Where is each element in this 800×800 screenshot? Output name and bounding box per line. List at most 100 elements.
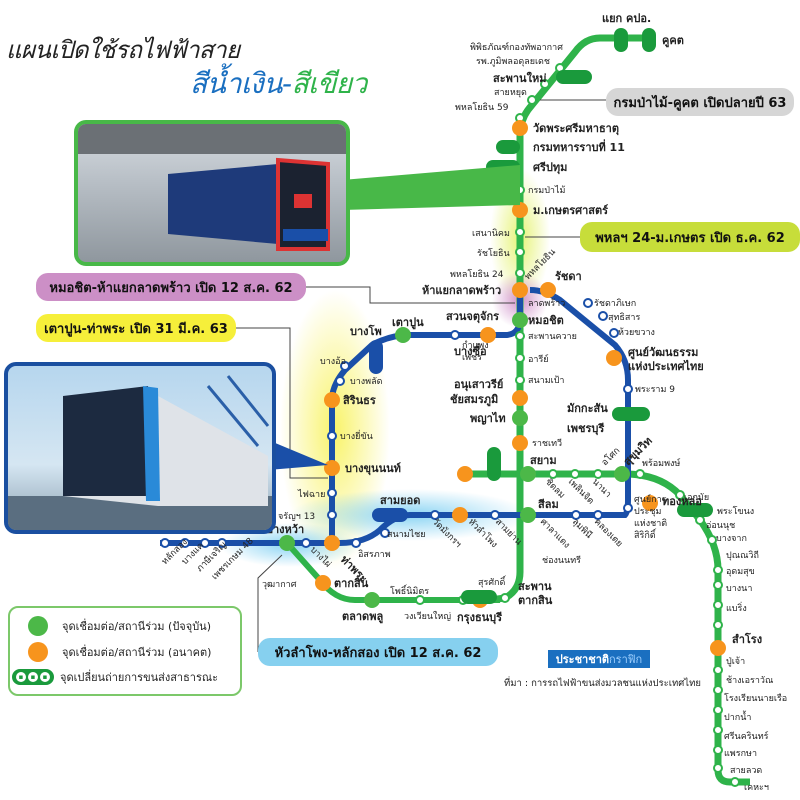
label-rama-9: พระราม 9 (635, 385, 675, 395)
label-phra-khanong: พระโขนง (717, 506, 754, 517)
label-phloen-chit: เพลินจิต (566, 476, 596, 506)
label-phahon-59: พหลโยธิน 59 (455, 102, 509, 113)
label-cultural-centre-1: ศูนย์วัฒนธรรม (628, 346, 698, 360)
label-sala-daeng: ศาลาแดง (538, 517, 572, 551)
label-bang-pho: บางโพ (350, 324, 382, 338)
label-bang-chak: บางจาก (716, 534, 747, 544)
label-huai-khwang: ห้วยขวาง (618, 327, 655, 338)
label-sri-pathum: ศรีปทุม (533, 161, 567, 175)
label-talat-phlu: ตลาดพลู (342, 610, 383, 624)
label-ratchadaphisek: รัชดาภิเษก (594, 298, 636, 309)
label-surasak: สุรศักดิ์ (478, 575, 507, 588)
label-chatuchak: สวนจตุจักร (446, 310, 499, 324)
label-sanam-pao: สนามเป้า (528, 375, 564, 386)
label-pho-nimit: โพธิ์นิมิตร (390, 584, 429, 597)
label-bang-sue: บางซื่อ (454, 343, 487, 358)
label-yaek-kpo: แยก คปอ. (602, 12, 651, 25)
label-victory-1: อนุเสาวรีย์ (454, 378, 503, 392)
label-saphan-taksin-2: ตากสิน (518, 594, 553, 607)
label-khlong-toei: คลองเตย (592, 517, 624, 549)
label-ratchathewi: ราชเทวี (532, 438, 562, 449)
label-ha-yaek: ห้าแยกลาดพร้าว (422, 284, 501, 297)
label-punnawithi: ปุณณวิถี (726, 550, 759, 561)
title-blue-line: สีน้ำเงิน- (190, 67, 292, 100)
label-tao-poon: เตาปูน (392, 316, 424, 330)
label-kasetsart: ม.เกษตรศาสตร์ (533, 204, 608, 217)
badge-mo-chit-ha-yaek: หมอชิต-ห้าแยกลาดพร้าว เปิด 12 ส.ค. 62 (36, 273, 306, 301)
label-thong-lo: ทองหล่อ (662, 495, 702, 508)
transfer-icon: ▪▪▪ (12, 669, 54, 685)
label-sam-yot: สามยอด (380, 494, 420, 507)
label-lumphini: ลุมพินี (570, 516, 594, 540)
label-wutthakat: วุฒากาศ (262, 580, 297, 590)
blue-line-minor-stations (160, 298, 633, 548)
legend-future-label: จุดเชื่อมต่อ/สถานีร่วม (อนาคต) (62, 646, 212, 659)
map-legend: จุดเชื่อมต่อ/สถานีร่วม (ปัจจุบัน) จุดเชื… (8, 606, 242, 696)
badge-hua-lamphong-lak-song: หัวลำโพง-หลักสอง เปิด 12 ส.ค. 62 (258, 638, 498, 666)
label-infantry-11: กรมทหารราบที่ 11 (533, 139, 625, 154)
label-bang-khun-non: บางขุนนนท์ (345, 462, 401, 476)
label-saphan-khwai: สะพานควาย (528, 332, 577, 342)
green-photo-callout (342, 165, 520, 210)
label-bang-yi-khan: บางยี่ขัน (340, 429, 373, 442)
label-saphan-taksin-1: สะพาน (518, 580, 552, 593)
blue-photo-callout (268, 440, 328, 470)
label-sutthisan: สุทธิสาร (608, 312, 640, 323)
green-line-east (465, 470, 750, 786)
label-cultural-centre-2: แห่งประเทศไทย (628, 359, 704, 373)
label-qsncc-4: สิริกิติ์ (634, 528, 657, 541)
brand-logo: ประชาชาติกราฟิก (548, 650, 650, 668)
green-train-photo (74, 120, 350, 266)
badge-royal-forest-khu-khot: กรมป่าไม้-คูคต เปิดปลายปี 63 (606, 88, 794, 116)
label-fai-chai: ไฟฉาย (297, 489, 325, 500)
label-siam: สยาม (530, 454, 557, 467)
label-ekkamai: เอกมัย (684, 493, 709, 503)
label-kheha: เคหะฯ (744, 783, 769, 793)
label-bang-phlat: บางพลัด (350, 377, 383, 387)
label-sanam-chai: สนามไชย (387, 529, 426, 540)
legend-row-current: จุดเชื่อมต่อ/สถานีร่วม (ปัจจุบัน) (18, 616, 211, 636)
label-udom-suk: อุดมสุข (726, 567, 755, 577)
label-sirindhorn: สิรินธร (343, 394, 376, 407)
label-lat-phrao: ลาดพร้าว (528, 298, 565, 309)
map-title-line2: สีน้ำเงิน-สีเขียว (190, 62, 367, 106)
label-charan-13: จรัญฯ 13 (278, 512, 315, 522)
current-interchanges (279, 312, 630, 608)
label-bang-wa: บางหว้า (266, 523, 304, 536)
label-srinagarindra: ศรีนครินทร์ (724, 730, 769, 742)
label-qsncc-2: ประชุม (634, 507, 661, 517)
train-illustration-blue (8, 375, 272, 530)
label-ari: อารีย์ (528, 353, 549, 365)
label-on-nut: อ่อนนุช (706, 521, 735, 531)
train-illustration-green (78, 124, 346, 251)
blue-train-photo (4, 362, 276, 534)
blue-line-west-loop (329, 290, 523, 543)
label-sai-luat: สายลวด (730, 766, 762, 776)
label-wongwian-yai: วงเวียนใหญ่ (404, 611, 451, 622)
label-chang-erawan: ช้างเอราวัณ (726, 675, 773, 686)
label-saphan-mai: สะพานใหม่ (493, 71, 546, 85)
label-asok: อโศก (599, 445, 622, 468)
label-bang-o: บางอ้อ (320, 356, 346, 367)
label-pu-chao: ปู่เจ้า (726, 656, 745, 667)
brand-main: ประชาชาติ (555, 653, 610, 666)
label-phrom-phong: พร้อมพงษ์ (642, 457, 681, 469)
label-mo-chit: หมอชิต (528, 314, 564, 327)
legend-row-transfer: ▪▪▪ จุดเปลี่ยนถ่ายการขนส่งสาธารณะ (12, 668, 218, 686)
label-qsncc-3: แห่งชาติ (634, 518, 667, 529)
label-ratchayothin: รัชโยธิน (477, 248, 510, 259)
label-qsncc-1: ศูนย์การ (634, 493, 667, 505)
label-bhumibol: รพ.ภูมิพลอดุลยเดช (476, 56, 550, 67)
label-naval-academy: โรงเรียนนายเรือ (724, 693, 787, 704)
brand-sub: กราฟิก (609, 653, 643, 666)
future-interchange-icon (28, 642, 48, 662)
future-interchanges (315, 120, 726, 656)
legend-row-future: จุดเชื่อมต่อ/สถานีร่วม (อนาคต) (18, 642, 211, 662)
current-interchange-icon (28, 616, 48, 636)
label-taksin: ตากสิน (334, 577, 369, 590)
label-kamphaeng-phet-2: เพชร (462, 353, 482, 363)
badge-phahon24-kasetsart: พหลฯ 24-ม.เกษตร เปิด ธ.ค. 62 (580, 222, 800, 252)
source-note: ที่มา : การรถไฟฟ้าขนส่งมวลชนแห่งประเทศไท… (504, 678, 701, 689)
label-bang-na: บางนา (726, 584, 752, 594)
